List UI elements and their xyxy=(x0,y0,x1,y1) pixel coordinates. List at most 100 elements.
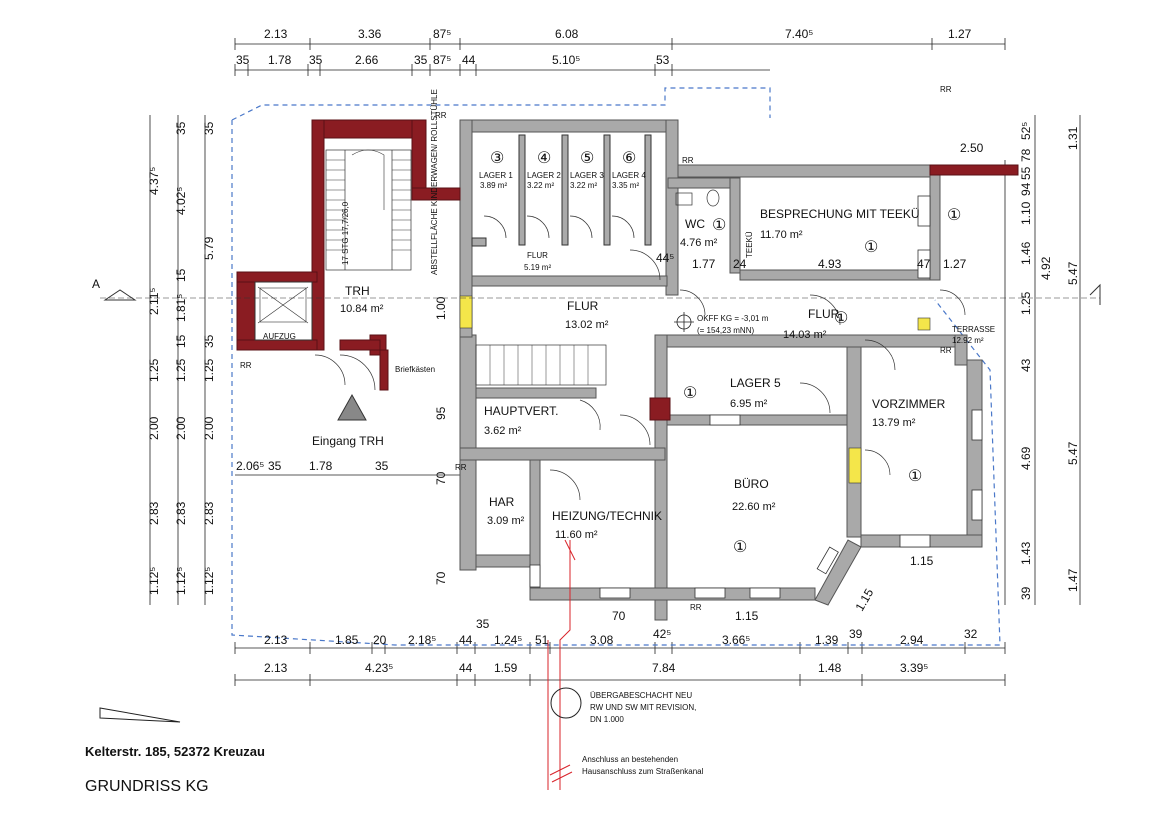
marker-1: ① xyxy=(908,468,922,485)
dim-left: 15 xyxy=(174,268,188,282)
north-arrow xyxy=(99,707,181,723)
room-terrasse: TERRASSE xyxy=(952,325,995,334)
transfer-shaft-3: DN 1.000 xyxy=(590,715,624,724)
dim-top: 1.78 xyxy=(268,53,292,67)
dim-top: 2.66 xyxy=(355,53,379,67)
dim-left: 4.37⁵ xyxy=(147,167,161,195)
elevator xyxy=(254,281,313,341)
dim-right: 1.46 xyxy=(1019,241,1033,265)
dim-left: 1.12⁵ xyxy=(147,567,161,595)
dim-top: 35 xyxy=(236,53,250,67)
room-buero-area: 22.60 m² xyxy=(732,501,776,513)
transfer-shaft-2: RW UND SW MIT REVISION, xyxy=(590,703,696,712)
rr-label: RR xyxy=(455,463,467,472)
dim-bottom: 39 xyxy=(849,627,863,641)
marker-4: ④ xyxy=(537,150,551,167)
plan-title: GRUNDRISS KG xyxy=(85,778,209,795)
room-lager3-area: 3.22 m² xyxy=(570,181,597,190)
dim-right: 52⁵ xyxy=(1019,122,1033,140)
elevator-label: AUFZUG xyxy=(263,332,296,341)
stairs-label: 17 STG 17,7/26,0 xyxy=(341,201,350,265)
dim-top: 5.10⁵ xyxy=(552,53,580,67)
dim-left: 1.25 xyxy=(202,358,216,382)
room-heizung-area: 11.60 m² xyxy=(555,529,598,541)
dim-inner: 1.15 xyxy=(910,554,934,568)
dim-inner: 35 xyxy=(268,459,282,473)
room-hauptvert: HAUPTVERT. xyxy=(484,404,558,418)
dim-bottom: 4.23⁵ xyxy=(365,661,393,675)
okff-label: OKFF KG = -3,01 m xyxy=(697,314,769,323)
room-lager5-area: 6.95 m² xyxy=(730,398,768,410)
dim-right: 55 xyxy=(1019,166,1033,180)
dim-inner: 35 xyxy=(375,459,389,473)
door-swings xyxy=(314,215,966,501)
marker-1: ① xyxy=(683,385,697,402)
dim-left: 1.12⁵ xyxy=(202,567,216,595)
dim-left: 2.00 xyxy=(147,416,161,440)
storage-area-label: ABSTELLFLÄCHE KINDERWAGEN/ ROLLSTÜHLE xyxy=(430,89,439,275)
room-lager3: LAGER 3 xyxy=(570,171,604,180)
mailbox-label: Briefkästen xyxy=(395,365,435,374)
room-flur2-area: 14.03 m² xyxy=(783,329,827,341)
room-flur2: FLUR xyxy=(808,307,840,321)
marker-1: ① xyxy=(712,217,726,234)
rr-label: RR xyxy=(940,346,952,355)
dim-top: 7.40⁵ xyxy=(785,27,813,41)
room-trh-area: 10.84 m² xyxy=(340,303,384,315)
dim-left: 1.12⁵ xyxy=(174,567,188,595)
rr-label: RR xyxy=(940,85,952,94)
dim-inner: 70 xyxy=(612,609,626,623)
dim-inner: 24 xyxy=(733,257,747,271)
dim-left: 35 xyxy=(174,121,188,135)
walls xyxy=(459,119,983,621)
rr-label: RR xyxy=(690,603,702,612)
connection-2: Hausanschluss zum Straßenkanal xyxy=(582,767,704,776)
dim-right: 78 xyxy=(1019,148,1033,162)
dim-right: 43 xyxy=(1019,358,1033,372)
dim-inner: 4.93 xyxy=(818,257,842,271)
dim-bottom: 7.84 xyxy=(652,661,676,675)
unit-markers: ③ ④ ⑤ ⑥ ① ① ① ① ① ① ① xyxy=(490,150,961,556)
room-labels: TRH 10.84 m² LAGER 1 3.89 m² LAGER 2 3.2… xyxy=(92,85,995,776)
marker-6: ⑥ xyxy=(622,150,636,167)
okff-label-2: (= 154,23 mNN) xyxy=(697,326,754,335)
dim-left: 2.00 xyxy=(174,416,188,440)
dim-bottom: 44 xyxy=(459,661,473,675)
dim-left: 2.11⁵ xyxy=(147,288,161,315)
dim-right: 1.25 xyxy=(1019,291,1033,315)
room-flur-small: FLUR xyxy=(527,251,548,260)
dim-top: 1.27 xyxy=(948,27,972,41)
dim-bottom: 2.94 xyxy=(900,633,924,647)
dim-right: 1.43 xyxy=(1019,541,1033,565)
room-wc: WC xyxy=(685,217,705,231)
room-lager4-area: 3.35 m² xyxy=(612,181,639,190)
dim-bottom: 2.13 xyxy=(264,661,288,675)
room-heizung: HEIZUNG/TECHNIK xyxy=(552,509,662,523)
marker-1: ① xyxy=(733,539,747,556)
dim-bottom: 20 xyxy=(373,633,387,647)
room-lager2-area: 3.22 m² xyxy=(527,181,554,190)
room-besprechung: BESPRECHUNG MIT TEEKÜ xyxy=(760,207,920,221)
marker-5: ⑤ xyxy=(580,150,594,167)
dim-right: 94 xyxy=(1019,182,1033,196)
dim-bottom: 35 xyxy=(476,617,490,631)
dim-bottom: 1.85 xyxy=(335,633,359,647)
dim-right: 5.47 xyxy=(1066,261,1080,285)
dim-inner: 95 xyxy=(434,406,448,420)
dim-right: 4.92 xyxy=(1039,256,1053,280)
room-flur-small-area: 5.19 m² xyxy=(524,263,551,272)
dim-bottom: 32 xyxy=(964,627,978,641)
rr-label: RR xyxy=(435,111,447,120)
room-har-area: 3.09 m² xyxy=(487,515,525,527)
dim-bottom: 1.24⁵ xyxy=(494,633,522,647)
entrance-label: Eingang TRH xyxy=(312,434,384,448)
dim-top: 35 xyxy=(309,53,323,67)
rr-label: RR xyxy=(682,156,694,165)
room-trh: TRH xyxy=(345,284,370,298)
dim-inner: 70 xyxy=(434,471,448,485)
marker-1: ① xyxy=(834,310,848,327)
room-har: HAR xyxy=(489,495,515,509)
room-terrasse-area: 12.92 m² xyxy=(952,336,984,345)
room-wc-area: 4.76 m² xyxy=(680,237,718,249)
